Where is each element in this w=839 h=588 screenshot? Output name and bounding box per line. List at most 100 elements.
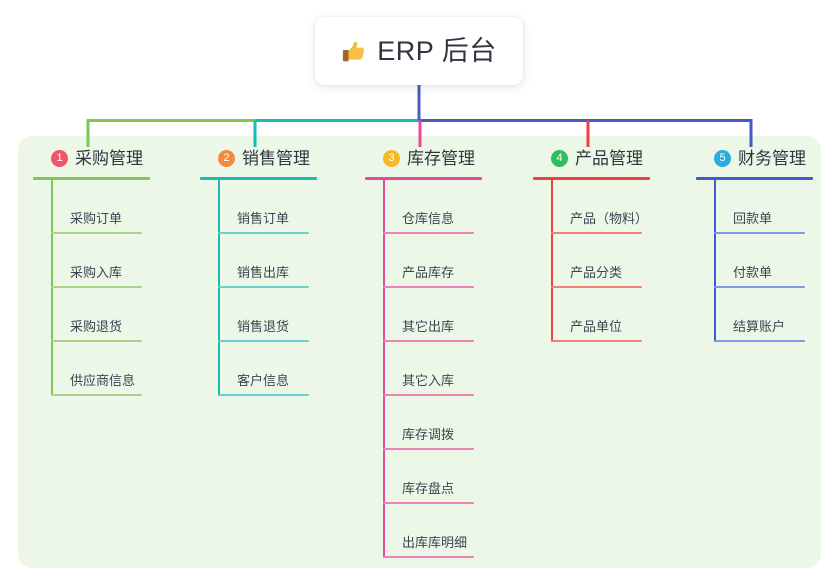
leaf-node[interactable]: 结算账户: [696, 288, 813, 342]
leaf-label: 付款单: [733, 265, 773, 280]
leaf-rule: [383, 286, 474, 288]
column-badge-2: 2: [218, 149, 235, 167]
column-header-rule-4: [533, 177, 650, 180]
leaf-label: 仓库信息: [402, 211, 455, 226]
leaf-label: 产品单位: [570, 319, 623, 334]
leaf-label: 采购订单: [70, 211, 123, 226]
leaf-label: 采购退货: [70, 319, 123, 334]
leaf-label: 供应商信息: [70, 373, 136, 388]
column-leaves-2: 销售订单销售出库销售退货客户信息: [200, 180, 317, 396]
leaf-rule: [51, 286, 142, 288]
root-title: ERP 后台: [377, 35, 497, 66]
leaf-label: 库存盘点: [402, 481, 455, 496]
column-badge-4: 4: [551, 149, 568, 167]
leaf-node[interactable]: 出库库明细: [365, 504, 482, 558]
column-title-1: 采购管理: [75, 148, 143, 168]
leaf-rule: [714, 232, 805, 234]
column-spine-5: [714, 180, 716, 342]
leaf-rule: [51, 394, 142, 396]
leaf-node[interactable]: 采购退货: [33, 288, 150, 342]
leaf-rule: [383, 232, 474, 234]
leaf-node[interactable]: 产品（物料）: [533, 180, 650, 234]
leaf-label: 产品（物料）: [570, 211, 649, 226]
leaf-node[interactable]: 库存调拨: [365, 396, 482, 450]
leaf-label: 销售订单: [237, 211, 290, 226]
leaf-label: 销售退货: [237, 319, 290, 334]
leaf-node[interactable]: 产品库存: [365, 234, 482, 288]
leaf-rule: [383, 556, 474, 558]
leaf-label: 销售出库: [237, 265, 290, 280]
column-leaves-4: 产品（物料） 产品分类产品单位: [533, 180, 650, 342]
leaf-node[interactable]: 采购订单: [33, 180, 150, 234]
root-node[interactable]: ERP 后台: [315, 17, 523, 85]
leaf-node[interactable]: 回款单: [696, 180, 813, 234]
leaf-node[interactable]: 客户信息: [200, 342, 317, 396]
leaf-node[interactable]: 采购入库: [33, 234, 150, 288]
thumbs-up-icon: [341, 38, 368, 65]
leaf-node[interactable]: 产品分类: [533, 234, 650, 288]
leaf-label: 结算账户: [733, 319, 786, 334]
column-header-4[interactable]: 4 产品管理: [533, 146, 650, 170]
leaf-rule: [383, 502, 474, 504]
leaf-rule: [383, 448, 474, 450]
leaf-label: 客户信息: [237, 373, 290, 388]
diagram-panel: [18, 136, 821, 568]
leaf-rule: [51, 232, 142, 234]
leaf-rule: [218, 286, 309, 288]
column-header-rule-2: [200, 177, 317, 180]
column-leaves-1: 采购订单采购入库采购退货供应商信息: [33, 180, 150, 396]
leaf-node[interactable]: 供应商信息: [33, 342, 150, 396]
column-badge-5: 5: [714, 149, 731, 167]
column-spine-1: [51, 180, 53, 396]
leaf-label: 库存调拨: [402, 427, 455, 442]
leaf-node[interactable]: 库存盘点: [365, 450, 482, 504]
leaf-node[interactable]: 其它入库: [365, 342, 482, 396]
leaf-rule: [218, 340, 309, 342]
column-header-5[interactable]: 5 财务管理: [696, 146, 813, 170]
leaf-label: 产品库存: [402, 265, 455, 280]
column-header-1[interactable]: 1 采购管理: [33, 146, 150, 170]
leaf-rule: [383, 340, 474, 342]
leaf-label: 采购入库: [70, 265, 123, 280]
column-title-5: 财务管理: [738, 148, 806, 168]
column-2: 2 销售管理销售订单销售出库销售退货客户信息: [200, 146, 317, 396]
column-header-rule-3: [365, 177, 482, 180]
leaf-node[interactable]: 产品单位: [533, 288, 650, 342]
leaf-label: 回款单: [733, 211, 773, 226]
leaf-label: 其它入库: [402, 373, 455, 388]
column-leaves-3: 仓库信息产品库存其它出库其它入库库存调拨库存盘点出库库明细: [365, 180, 482, 558]
leaf-rule: [714, 286, 805, 288]
leaf-node[interactable]: 销售退货: [200, 288, 317, 342]
column-spine-2: [218, 180, 220, 396]
column-spine-3: [383, 180, 385, 558]
column-title-4: 产品管理: [575, 148, 643, 168]
leaf-rule: [383, 394, 474, 396]
column-1: 1 采购管理采购订单采购入库采购退货供应商信息: [33, 146, 150, 396]
leaf-label: 产品分类: [570, 265, 623, 280]
leaf-rule: [551, 340, 642, 342]
column-leaves-5: 回款单付款单结算账户: [696, 180, 813, 342]
leaf-node[interactable]: 付款单: [696, 234, 813, 288]
column-4: 4 产品管理产品（物料） 产品分类产品单位: [533, 146, 650, 342]
leaf-rule: [51, 340, 142, 342]
leaf-rule: [218, 394, 309, 396]
leaf-label: 出库库明细: [402, 535, 468, 550]
leaf-node[interactable]: 仓库信息: [365, 180, 482, 234]
leaf-node[interactable]: 销售出库: [200, 234, 317, 288]
leaf-rule: [551, 232, 642, 234]
column-header-rule-5: [696, 177, 813, 180]
column-spine-4: [551, 180, 553, 342]
leaf-node[interactable]: 销售订单: [200, 180, 317, 234]
column-header-rule-1: [33, 177, 150, 180]
leaf-rule: [714, 340, 805, 342]
leaf-node[interactable]: 其它出库: [365, 288, 482, 342]
leaf-rule: [551, 286, 642, 288]
column-5: 5 财务管理回款单付款单结算账户: [696, 146, 813, 342]
column-title-2: 销售管理: [242, 148, 310, 168]
column-badge-1: 1: [51, 149, 68, 167]
leaf-rule: [218, 232, 309, 234]
column-header-2[interactable]: 2 销售管理: [200, 146, 317, 170]
